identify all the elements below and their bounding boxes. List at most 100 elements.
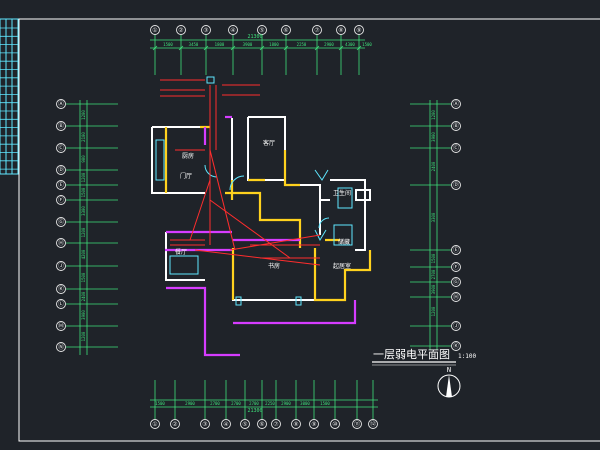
svg-text:⑦: ⑦ bbox=[314, 27, 319, 34]
svg-text:⑫: ⑫ bbox=[370, 420, 376, 428]
drawing-title: 一层弱电平面图 1:100 bbox=[372, 348, 476, 366]
grid-bubble-top: ⑥ bbox=[281, 25, 291, 35]
grid-bubble-bottom: ⑨ bbox=[309, 419, 319, 429]
dim-text-bottom: 2700 bbox=[249, 401, 259, 406]
svg-text:Ⓓ: Ⓓ bbox=[58, 166, 64, 174]
grid-bubble-left: Ⓓ bbox=[56, 165, 66, 175]
grid-bubble-left: Ⓐ bbox=[56, 99, 66, 109]
svg-text:Ⓑ: Ⓑ bbox=[453, 122, 459, 130]
svg-text:Ⓐ: Ⓐ bbox=[58, 100, 64, 108]
dim-text-right: 3900 bbox=[431, 132, 436, 142]
north-label: N bbox=[447, 366, 451, 374]
svg-text:⑥: ⑥ bbox=[259, 421, 264, 428]
dim-text-left: 4200 bbox=[81, 249, 86, 259]
svg-text:⑩: ⑩ bbox=[332, 421, 337, 428]
grid-bubble-right: Ⓖ bbox=[451, 277, 461, 287]
svg-text:⑤: ⑤ bbox=[259, 27, 264, 34]
grid-bubble-left: Ⓑ bbox=[56, 121, 66, 131]
grid-bubble-bottom: ⑤ bbox=[240, 419, 250, 429]
grid-bubble-left: Ⓒ bbox=[56, 143, 66, 153]
dim-text-left: 1500 bbox=[81, 272, 86, 282]
svg-text:Ⓝ: Ⓝ bbox=[58, 343, 64, 351]
room-label: 储藏 bbox=[338, 238, 350, 246]
grid-bubble-bottom: ⑩ bbox=[330, 419, 340, 429]
grid-bubble-bottom: ③ bbox=[200, 419, 210, 429]
dim-text-bottom: 2900 bbox=[281, 401, 291, 406]
svg-text:Ⓗ: Ⓗ bbox=[453, 293, 459, 301]
grid-bubble-bottom: ① bbox=[150, 419, 160, 429]
svg-text:④: ④ bbox=[223, 421, 228, 428]
grid-bubble-left: Ⓔ bbox=[56, 180, 66, 190]
dim-text-top: 1800 bbox=[269, 42, 279, 47]
grid-bubble-right: Ⓙ bbox=[451, 321, 461, 331]
svg-text:Ⓓ: Ⓓ bbox=[453, 181, 459, 189]
dim-text-top: 1500 bbox=[163, 42, 173, 47]
dim-text-top: 3900 bbox=[243, 42, 253, 47]
dim-text-left: 1200 bbox=[81, 331, 86, 341]
grid-bubble-right: Ⓔ bbox=[451, 245, 461, 255]
grid-bubble-right: Ⓓ bbox=[451, 180, 461, 190]
dim-text-right: 1500 bbox=[431, 253, 436, 263]
dim-text-bottom: 2700 bbox=[210, 401, 220, 406]
drawing-frame bbox=[18, 18, 600, 442]
grid-bubble-bottom: ⑦ bbox=[271, 419, 281, 429]
room-label: 门厅 bbox=[180, 172, 192, 180]
grid-bubble-top: ⑦ bbox=[312, 25, 322, 35]
svg-text:⑦: ⑦ bbox=[273, 421, 278, 428]
dim-text-right: 1200 bbox=[431, 110, 436, 120]
weak-current-wiring bbox=[160, 79, 321, 266]
svg-text:Ⓚ: Ⓚ bbox=[58, 285, 64, 293]
walls-yellow bbox=[164, 125, 372, 302]
dim-text-left: 1200 bbox=[81, 172, 86, 182]
grid-bubble-left: Ⓗ bbox=[56, 238, 66, 248]
room-label: 起居室 bbox=[333, 262, 351, 270]
svg-text:Ⓔ: Ⓔ bbox=[58, 181, 64, 189]
grid-bubble-top: ⑤ bbox=[257, 25, 267, 35]
grid-bubble-right: Ⓕ bbox=[451, 262, 461, 272]
dim-text-top: 4300 bbox=[345, 42, 355, 47]
svg-text:①: ① bbox=[152, 27, 157, 34]
grid-bubble-right: Ⓒ bbox=[451, 143, 461, 153]
grid-bubble-left: Ⓕ bbox=[56, 195, 66, 205]
grid-bubble-left: Ⓙ bbox=[56, 261, 66, 271]
svg-text:③: ③ bbox=[202, 421, 207, 428]
title-block bbox=[0, 18, 19, 175]
grid-bubble-bottom: ② bbox=[170, 419, 180, 429]
grid-bubble-left: Ⓚ bbox=[56, 284, 66, 294]
svg-text:⑤: ⑤ bbox=[242, 421, 247, 428]
svg-text:⑧: ⑧ bbox=[293, 421, 298, 428]
grid-bubble-bottom: ⑧ bbox=[291, 419, 301, 429]
grid-bubble-top: ② bbox=[176, 25, 186, 35]
grid-bubble-right: Ⓚ bbox=[451, 341, 461, 351]
dim-text-bottom: 1500 bbox=[155, 401, 165, 406]
svg-text:Ⓙ: Ⓙ bbox=[453, 322, 459, 330]
distribution-box-icon[interactable] bbox=[206, 76, 215, 84]
svg-text:⑨: ⑨ bbox=[311, 421, 316, 428]
grid-bubble-bottom: ⑫ bbox=[368, 419, 378, 429]
svg-text:Ⓖ: Ⓖ bbox=[453, 278, 459, 286]
drawing-title-text: 一层弱电平面图 bbox=[373, 348, 450, 361]
svg-text:⑨: ⑨ bbox=[356, 27, 361, 34]
grid-bubble-bottom: ⑥ bbox=[257, 419, 267, 429]
grid-bubble-right: Ⓗ bbox=[451, 292, 461, 302]
grid-bubble-bottom: ⑪ bbox=[352, 419, 362, 429]
grid-bubble-top: ① bbox=[150, 25, 160, 35]
dim-text-top: 3450 bbox=[189, 42, 199, 47]
dim-text-right: 3300 bbox=[431, 212, 436, 222]
svg-text:Ⓔ: Ⓔ bbox=[453, 246, 459, 254]
svg-text:Ⓒ: Ⓒ bbox=[453, 144, 459, 152]
grid-bubble-top: ⑧ bbox=[336, 25, 346, 35]
fixtures-cyan bbox=[155, 139, 353, 306]
dim-text-left: 3300 bbox=[81, 206, 86, 216]
grid-bubble-right: Ⓑ bbox=[451, 121, 461, 131]
dim-text-left: 2100 bbox=[81, 132, 86, 142]
dim-text-left: 1200 bbox=[81, 227, 86, 237]
room-label: 书房 bbox=[268, 262, 280, 270]
floor-plan[interactable]: 厨房 门厅 客厅 餐厅 书房 卫生间 起居室 储藏 bbox=[151, 76, 372, 357]
grid-bubble-left: Ⓝ bbox=[56, 342, 66, 352]
dim-text-bottom: 2700 bbox=[231, 401, 241, 406]
drawing-scale: 1:100 bbox=[458, 353, 476, 360]
north-arrow-icon: N bbox=[437, 366, 461, 398]
